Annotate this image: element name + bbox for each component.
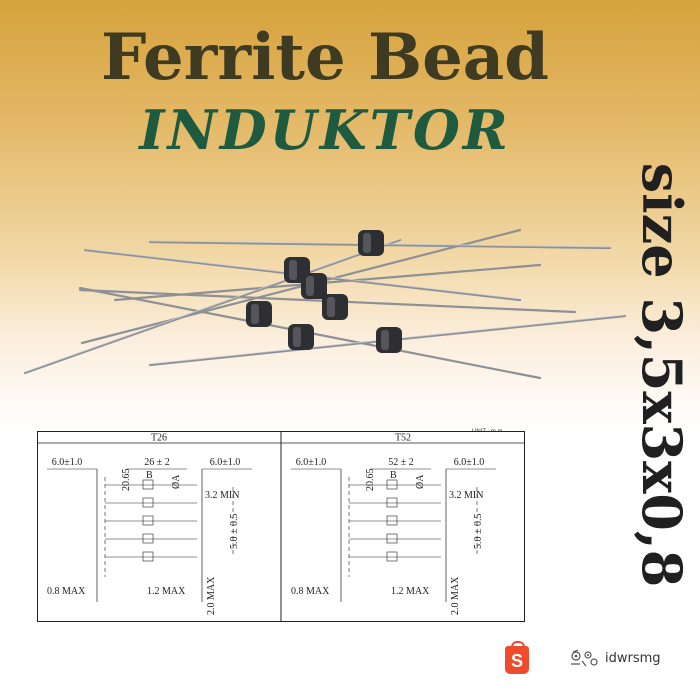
panel-t52: T52 6.0±1.0 52 ± 2 6.0±1.0 20.65 B ØA 3.… xyxy=(291,433,496,615)
bottom-mid-dimension: 1.2 MAX xyxy=(147,586,186,597)
panel-title: T52 xyxy=(395,433,411,444)
panel-title: T26 xyxy=(151,433,167,444)
panel-t26: T26 6.0±1.0 26 ± 2 6.0±1.0 20.65 B ØA 3.… xyxy=(47,433,252,615)
left-dimension: 6.0±1.0 xyxy=(52,457,83,468)
label-b: B xyxy=(146,470,153,481)
bottom-right-dimension: 2.0 MAX xyxy=(206,576,217,615)
left-dimension: 6.0±1.0 xyxy=(296,457,327,468)
small-dimension: 20.65 xyxy=(121,469,132,492)
store-logo-icon xyxy=(571,649,598,667)
spacing-dimension: 5.0 ± 0.5 xyxy=(473,514,484,550)
dimension-diagram: T26 6.0±1.0 26 ± 2 6.0±1.0 20.65 B ØA 3.… xyxy=(37,431,525,622)
label-b: B xyxy=(390,470,397,481)
bottom-left-dimension: 0.8 MAX xyxy=(47,586,86,597)
right-dimension: 6.0±1.0 xyxy=(210,457,241,468)
page-subtitle: INDUKTOR xyxy=(139,98,511,162)
bottom-left-dimension: 0.8 MAX xyxy=(291,586,330,597)
right-dimension: 6.0±1.0 xyxy=(454,457,485,468)
pitch-dimension: 26 ± 2 xyxy=(144,457,170,468)
min-dimension: 3.2 MIN xyxy=(205,490,239,501)
page-title: Ferrite Bead xyxy=(101,20,549,95)
label-a: ØA xyxy=(415,474,426,489)
shopee-bag-icon: S xyxy=(505,641,529,674)
label-a: ØA xyxy=(171,474,182,489)
product-photo xyxy=(23,228,627,380)
min-dimension: 3.2 MIN xyxy=(449,490,483,501)
bottom-right-dimension: 2.0 MAX xyxy=(450,576,461,615)
store-username[interactable]: idwrsmg xyxy=(605,651,661,666)
bottom-mid-dimension: 1.2 MAX xyxy=(391,586,430,597)
pitch-dimension: 52 ± 2 xyxy=(388,457,414,468)
small-dimension: 20.65 xyxy=(365,469,376,492)
spacing-dimension: 5.0 ± 0.5 xyxy=(229,514,240,550)
